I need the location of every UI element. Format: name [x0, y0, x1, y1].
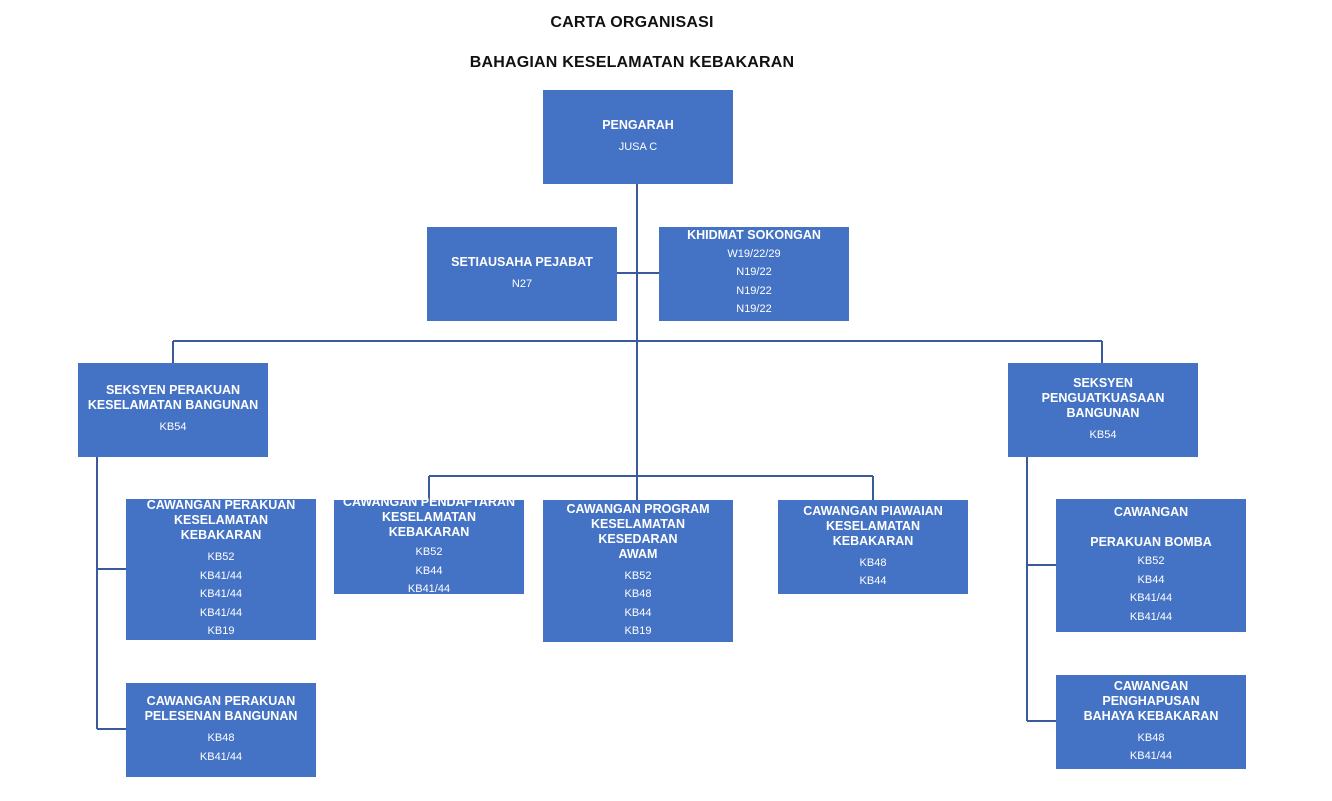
node-grades: KB48 KB41/44 [1130, 729, 1172, 766]
grade-item: KB54 [1089, 428, 1117, 441]
node-pengarah: PENGARAH JUSA C [543, 90, 733, 184]
node-grades: KB52 KB44 KB41/44 [408, 543, 450, 599]
node-title: KHIDMAT SOKONGAN [687, 227, 821, 242]
grade-item: KB41/44 [199, 750, 243, 763]
node-title: CAWANGAN PERAKUAN PELESENAN BANGUNAN [144, 694, 298, 723]
node-cawangan-program: CAWANGAN PROGRAM KESELAMATAN KESEDARAN A… [543, 500, 733, 642]
grade-item: KB48 [1137, 731, 1165, 744]
grade-item: KB52 [1137, 555, 1165, 567]
grade-item: KB41/44 [199, 606, 243, 619]
grade-item: KB41/44 [1129, 750, 1173, 762]
node-cawangan-penghapusan: CAWANGAN PENGHAPUSAN BAHAYA KEBAKARAN KB… [1056, 675, 1246, 769]
node-title: CAWANGAN PIAWAIAN KESELAMATAN KEBAKARAN [803, 503, 943, 548]
node-grades: KB52 KB44 KB41/44 KB41/44 [1130, 552, 1172, 626]
grade-item: KB44 [1137, 573, 1165, 586]
node-grades: KB48 KB44 [860, 554, 887, 591]
grade-item: KB54 [159, 421, 187, 434]
grade-item: KB19 [624, 625, 652, 637]
grade-item: KB44 [624, 606, 652, 619]
node-setiausaha-pejabat: SETIAUSAHA PEJABAT N27 [427, 227, 617, 321]
grade-item: N19/22 [736, 266, 772, 278]
chart-subtitle: BAHAGIAN KESELAMATAN KEBAKARAN [469, 54, 795, 71]
grade-item: KB48 [207, 732, 235, 744]
node-cawangan-pelesenan: CAWANGAN PERAKUAN PELESENAN BANGUNAN KB4… [126, 683, 316, 777]
node-grades: KB54 [1090, 426, 1117, 445]
grade-item: KB41/44 [199, 569, 243, 582]
node-title: CAWANGAN PENGHAPUSAN BAHAYA KEBAKARAN [1083, 678, 1219, 723]
grade-item: KB19 [207, 625, 235, 638]
node-title: PENGARAH [602, 117, 674, 132]
node-grades: KB48 KB41/44 [200, 729, 242, 766]
node-grades: KB52 KB48 KB44 KB19 [625, 567, 652, 641]
node-grades: W19/22/29 N19/22 N19/22 N19/22 [727, 245, 780, 319]
grade-item: JUSA C [618, 140, 658, 153]
node-cawangan-perakuan-bomba: CAWANGAN PERAKUAN BOMBA KB52 KB44 KB41/4… [1056, 499, 1246, 632]
node-cawangan-pendaftaran: CAWANGAN PENDAFTARAN KESELAMATAN KEBAKAR… [334, 495, 524, 595]
grade-item: N19/22 [736, 303, 772, 315]
grade-item: KB48 [624, 588, 652, 600]
grade-item: KB52 [624, 569, 652, 582]
grade-item: KB48 [859, 556, 887, 569]
node-title: CAWANGAN PROGRAM KESELAMATAN KESEDARAN A… [566, 501, 710, 561]
node-cawangan-piawaian: CAWANGAN PIAWAIAN KESELAMATAN KEBAKARAN … [778, 500, 968, 594]
grade-item: KB52 [207, 551, 235, 564]
grade-item: KB41/44 [199, 588, 243, 601]
node-title: SEKSYEN PERAKUAN KESELAMATAN BANGUNAN [87, 383, 259, 413]
grade-item: KB41/44 [1129, 592, 1173, 604]
node-title: CAWANGAN PERAKUAN KESELAMATAN KEBAKARAN [146, 498, 296, 543]
node-seksyen-perakuan: SEKSYEN PERAKUAN KESELAMATAN BANGUNAN KB… [78, 363, 268, 457]
node-grades: KB52 KB41/44 KB41/44 KB41/44 KB19 [200, 548, 242, 641]
node-title: SEKSYEN PENGUATKUASAAN BANGUNAN [1041, 375, 1165, 420]
node-title: CAWANGAN PERAKUAN BOMBA [1090, 505, 1212, 549]
grade-item: KB52 [415, 546, 443, 559]
node-grades: N27 [512, 275, 532, 294]
node-title: CAWANGAN PENDAFTARAN KESELAMATAN KEBAKAR… [343, 495, 515, 540]
grade-item: N19/22 [736, 284, 772, 297]
grade-item: W19/22/29 [727, 247, 781, 260]
node-khidmat-sokongan: KHIDMAT SOKONGAN W19/22/29 N19/22 N19/22… [659, 227, 849, 321]
grade-item: KB44 [415, 564, 443, 577]
node-seksyen-penguatkuasaan: SEKSYEN PENGUATKUASAAN BANGUNAN KB54 [1008, 363, 1198, 457]
grade-item: KB44 [859, 575, 887, 587]
node-grades: JUSA C [619, 138, 658, 157]
node-title: SETIAUSAHA PEJABAT [451, 254, 593, 269]
node-grades: KB54 [160, 418, 187, 437]
grade-item: KB41/44 [1129, 610, 1173, 623]
node-cawangan-perakuan-kebakaran: CAWANGAN PERAKUAN KESELAMATAN KEBAKARAN … [126, 498, 316, 641]
grade-item: N27 [511, 277, 533, 290]
grade-item: KB41/44 [407, 583, 451, 596]
chart-title: CARTA ORGANISASI [550, 14, 714, 31]
